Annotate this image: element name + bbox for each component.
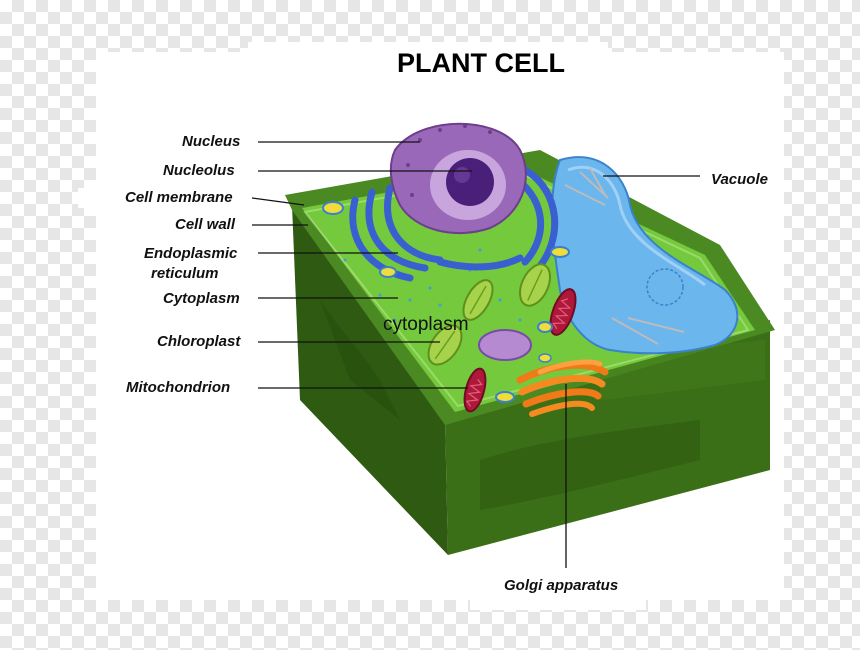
purple-vesicle [478, 329, 532, 361]
label-mitochondrion: Mitochondrion [126, 379, 231, 396]
vacuole [551, 156, 739, 355]
vesicles [322, 201, 570, 403]
label-cell-membrane: Cell membrane [125, 189, 233, 206]
white-backdrop-left [78, 188, 102, 208]
label-chloroplast: Chloroplast [157, 333, 241, 350]
nucleolus [446, 158, 494, 206]
golgi-apparatus [516, 359, 609, 417]
endoplasmic-reticulum [349, 166, 559, 282]
label-nucleolus: Nucleolus [163, 162, 235, 179]
label-er-line2: reticulum [151, 265, 219, 282]
label-cytoplasm: Cytoplasm [163, 290, 240, 307]
chloroplasts [427, 263, 552, 366]
leader-cell-membrane [251, 197, 305, 206]
label-er-line1: Endoplasmic [144, 245, 238, 262]
label-golgi: Golgi apparatus [504, 577, 619, 594]
label-vacuole: Vacuole [711, 171, 768, 188]
label-cell-wall: Cell wall [175, 216, 236, 233]
white-backdrop-top [248, 42, 608, 56]
label-nucleus: Nucleus [182, 133, 241, 150]
leader-lines [251, 141, 700, 568]
white-backdrop-bottom [470, 596, 646, 610]
overlay-cytoplasm-text: cytoplasm [383, 314, 469, 335]
diagram-title: PLANT CELL [397, 48, 565, 78]
